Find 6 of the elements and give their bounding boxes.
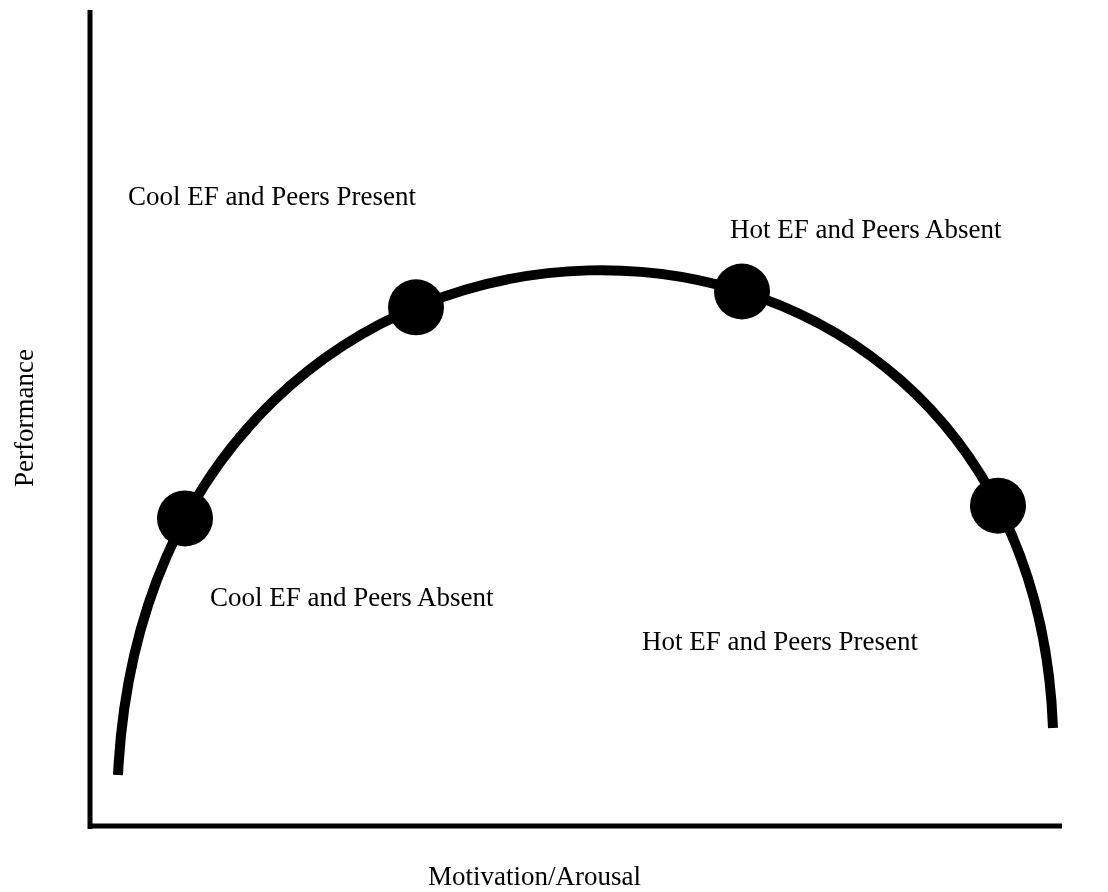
axis-title: Performance — [10, 349, 40, 487]
axis-title: Motivation/Arousal — [428, 862, 641, 892]
point-label: Cool EF and Peers Present — [128, 182, 416, 212]
point-label: Hot EF and Peers Present — [642, 627, 918, 657]
point-label: Cool EF and Peers Absent — [210, 583, 494, 613]
point-label: Hot EF and Peers Absent — [730, 215, 1002, 245]
